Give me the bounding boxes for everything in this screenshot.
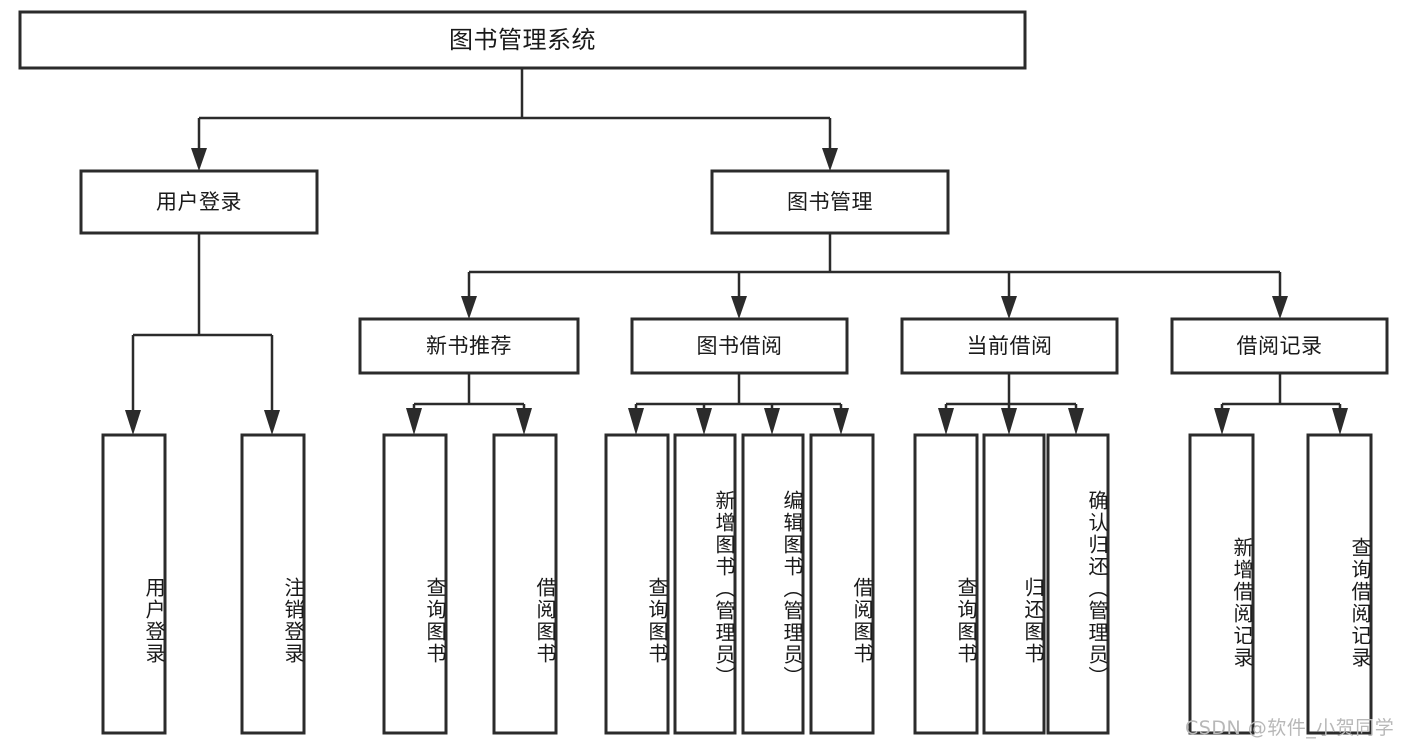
node-box-leaf-cur-confirm[interactable] bbox=[1046, 433, 1110, 735]
arrow-head-book-manage bbox=[822, 148, 838, 171]
connector-borrowrecord-to-leaves bbox=[1214, 373, 1348, 435]
node-box-user-login[interactable] bbox=[79, 169, 319, 235]
node-box-book-manage[interactable] bbox=[710, 169, 950, 235]
arrow-head-leaf-rec-query2 bbox=[1332, 408, 1348, 435]
node-box-leaf-rec-borrow[interactable] bbox=[492, 433, 558, 735]
node-box-leaf-logout[interactable] bbox=[240, 433, 306, 735]
node-box-leaf-user-login[interactable] bbox=[101, 433, 167, 735]
node-box-new-book-rec[interactable] bbox=[358, 317, 580, 375]
node-box-book-borrow[interactable] bbox=[630, 317, 849, 375]
arrow-head-leaf-borrow-query bbox=[628, 408, 644, 435]
node-box-leaf-rec-query2[interactable] bbox=[1306, 433, 1373, 735]
arrow-head-leaf-cur-return bbox=[1001, 408, 1017, 435]
connector-bookmanage-to-groups bbox=[461, 233, 1288, 319]
arrow-head-borrow-record bbox=[1272, 296, 1288, 319]
node-box-leaf-cur-query[interactable] bbox=[913, 433, 979, 735]
arrow-head-leaf-borrow-borrow bbox=[833, 408, 849, 435]
node-box-borrow-record[interactable] bbox=[1170, 317, 1389, 375]
node-box-leaf-rec-query[interactable] bbox=[382, 433, 448, 735]
arrow-head-leaf-cur-confirm bbox=[1068, 408, 1084, 435]
connector-currentborrow-to-leaves bbox=[938, 373, 1084, 435]
arrow-head-current-borrow bbox=[1001, 296, 1017, 319]
node-box-leaf-borrow-edit[interactable] bbox=[741, 433, 805, 735]
node-box-leaf-cur-return[interactable] bbox=[982, 433, 1046, 735]
connector-userlogin-to-leaves bbox=[125, 233, 280, 435]
arrow-head-leaf-borrow-add bbox=[696, 408, 712, 435]
node-box-leaf-borrow-borrow[interactable] bbox=[809, 433, 875, 735]
node-box-leaf-rec-add[interactable] bbox=[1188, 433, 1255, 735]
arrow-head-user-login bbox=[191, 148, 207, 171]
arrow-head-leaf-rec-add bbox=[1214, 408, 1230, 435]
connector-root-to-level2 bbox=[191, 68, 838, 171]
arrow-head-leaf-rec-query bbox=[406, 408, 422, 435]
connector-newbookrec-to-leaves bbox=[406, 373, 532, 435]
arrow-head-leaf-cur-query bbox=[938, 408, 954, 435]
connector-bookborrow-to-leaves bbox=[628, 373, 849, 435]
node-box-leaf-borrow-query[interactable] bbox=[604, 433, 670, 735]
arrow-head-leaf-borrow-edit bbox=[764, 408, 780, 435]
node-box-root[interactable] bbox=[18, 10, 1027, 70]
arrow-head-leaf-logout bbox=[264, 410, 280, 435]
arrow-head-book-borrow bbox=[731, 296, 747, 319]
node-box-leaf-borrow-add[interactable] bbox=[673, 433, 737, 735]
arrow-head-leaf-rec-borrow bbox=[516, 408, 532, 435]
node-box-current-borrow[interactable] bbox=[900, 317, 1119, 375]
arrow-head-new-book-rec bbox=[461, 296, 477, 319]
arrow-head-leaf-user-login bbox=[125, 410, 141, 435]
csdn-watermark: CSDN @软件_小贺同学 bbox=[1185, 717, 1395, 739]
